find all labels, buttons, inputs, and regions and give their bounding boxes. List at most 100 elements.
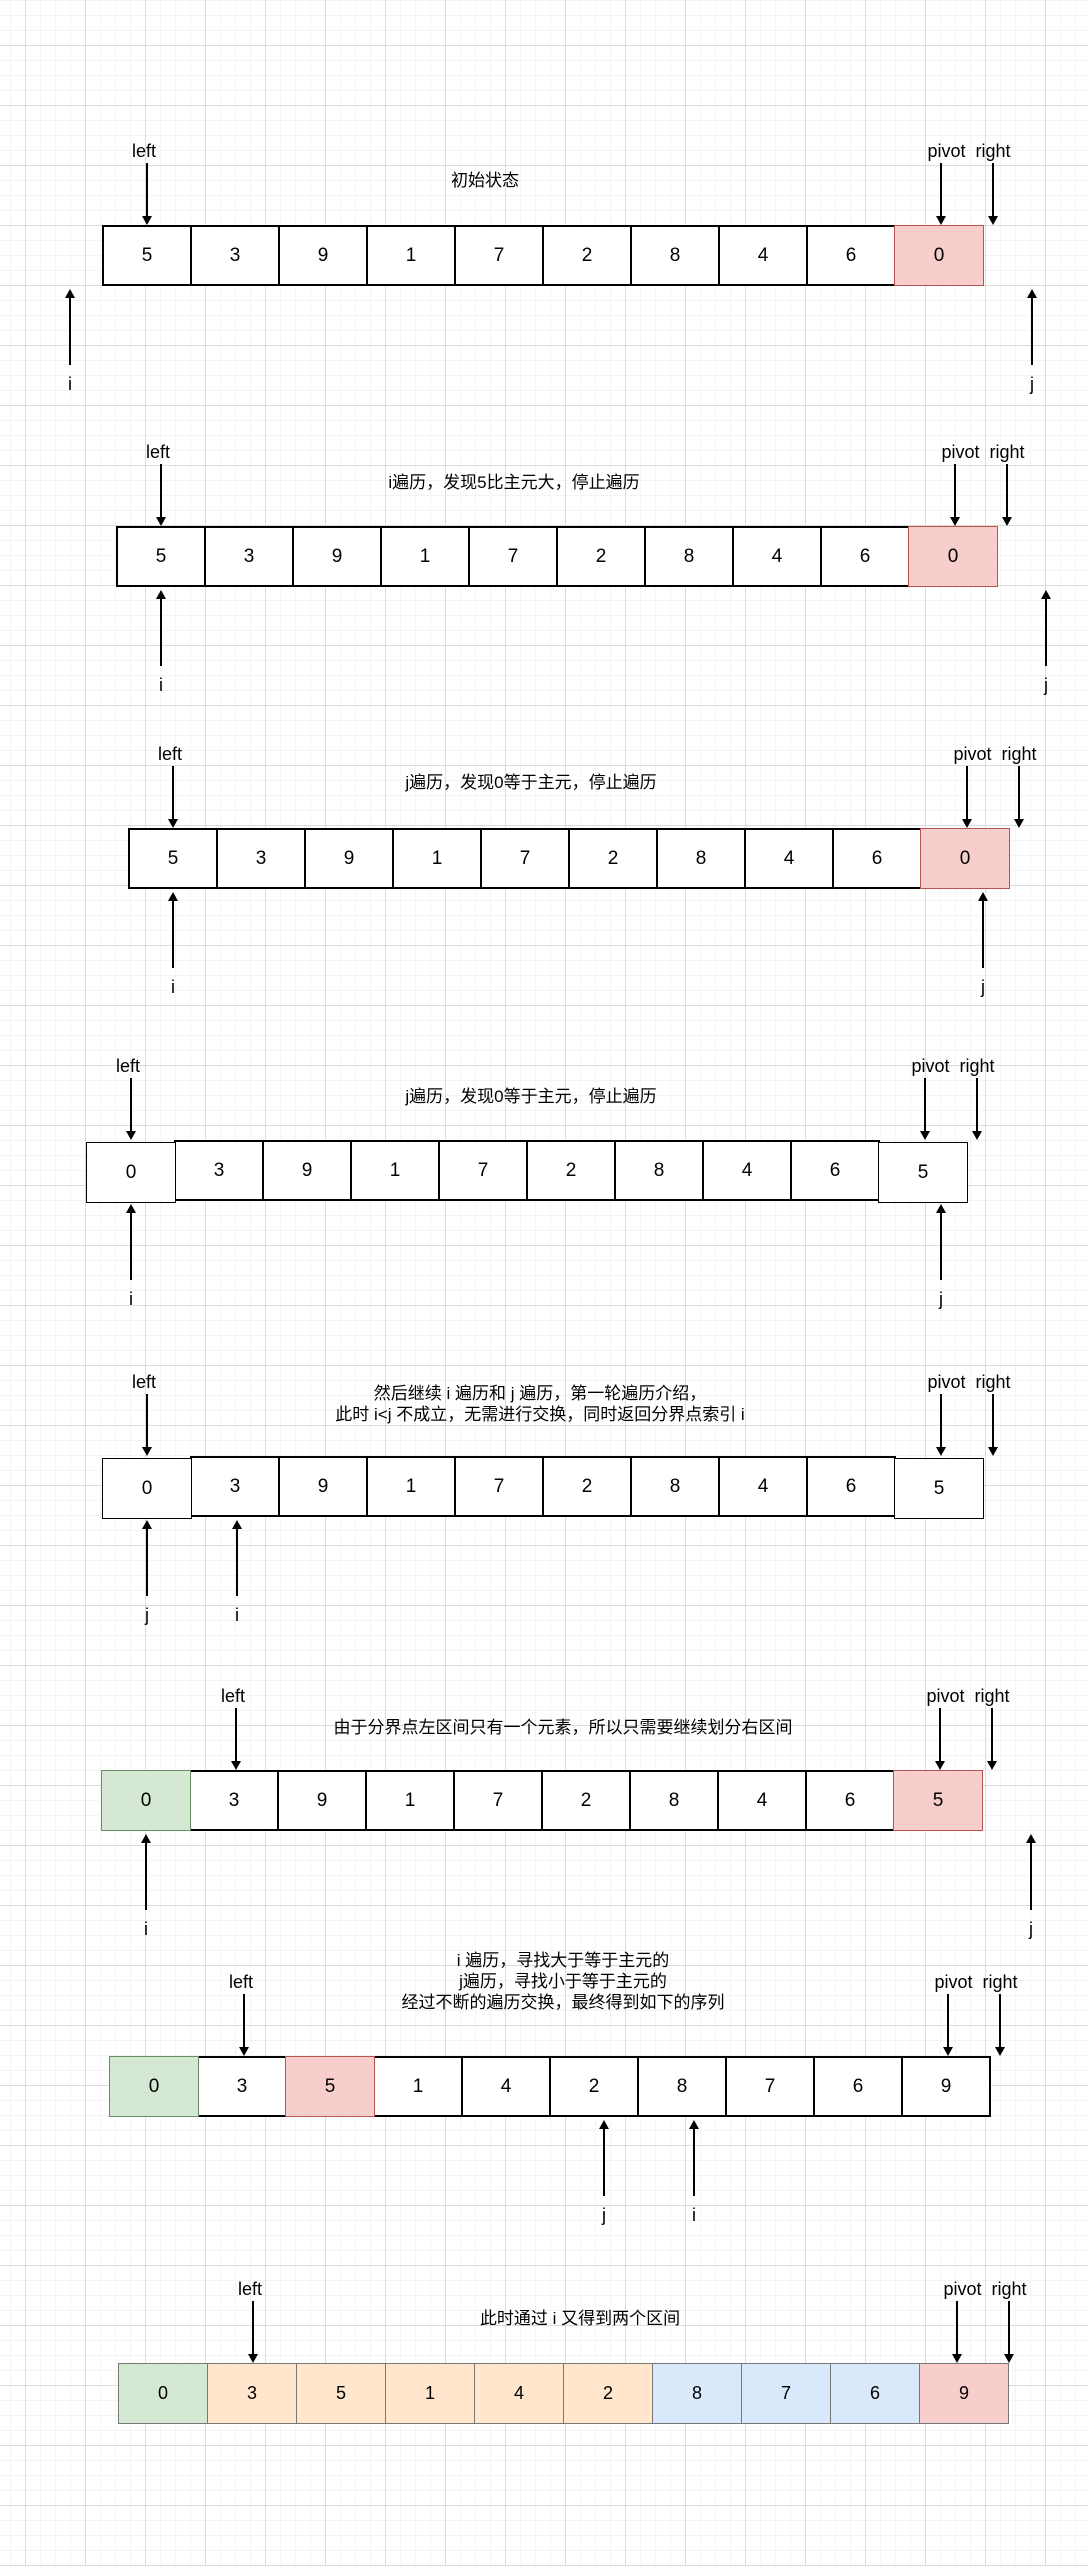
- step-title: i遍历，发现5比主元大，停止遍历: [388, 472, 639, 493]
- down-arrow-icon: [936, 1394, 946, 1456]
- up-arrow-icon: [978, 892, 988, 968]
- array-cell: 9: [278, 1456, 368, 1517]
- array-cell: 4: [474, 2363, 564, 2424]
- left-pointer-label: left: [157, 744, 183, 764]
- array-cell: 1: [366, 1456, 456, 1517]
- down-arrow-icon: [988, 163, 998, 225]
- array-cell: 2: [541, 1770, 631, 1831]
- pivot-right-label: pivot right: [927, 141, 1011, 161]
- step-title-line: 然后继续 i 遍历和 j 遍历，第一轮遍历介绍，: [373, 1384, 707, 1403]
- index-pointer-label: i: [129, 1289, 133, 1309]
- array-cell: 5: [128, 828, 218, 889]
- array-cell: 5: [285, 2056, 375, 2117]
- index-pointer-label: j: [602, 2205, 606, 2225]
- array-cell: 0: [920, 828, 1010, 889]
- step-title: j遍历，发现0等于主元，停止遍历: [405, 1086, 656, 1107]
- array-cell: 1: [365, 1770, 455, 1831]
- array-cell: 2: [556, 526, 646, 587]
- array-cell: 1: [392, 828, 482, 889]
- down-arrow-icon: [126, 1078, 136, 1140]
- array-cell: 0: [101, 1770, 191, 1831]
- array-cell: 3: [190, 225, 280, 286]
- array-cell: 7: [454, 225, 544, 286]
- array-cell: 3: [189, 1770, 279, 1831]
- array-cell: 5: [893, 1770, 983, 1831]
- left-pointer-label: left: [145, 442, 171, 462]
- down-arrow-icon: [950, 464, 960, 526]
- step-title-line: 经过不断的遍历交换，最终得到如下的序列: [401, 1993, 725, 2012]
- up-arrow-icon: [232, 1520, 242, 1596]
- array-cell: 7: [741, 2363, 831, 2424]
- array-cell: 1: [380, 526, 470, 587]
- index-pointer-label: i: [144, 1919, 148, 1939]
- array-cell: 4: [744, 828, 834, 889]
- down-arrow-icon: [231, 1708, 241, 1770]
- index-pointer-label: j: [1030, 374, 1034, 394]
- down-arrow-icon: [239, 1994, 249, 2056]
- array-cell: 9: [278, 225, 368, 286]
- array-cell: 2: [568, 828, 658, 889]
- step-title-line: 此时通过 i 又得到两个区间: [479, 2309, 681, 2328]
- down-arrow-icon: [972, 1078, 982, 1140]
- array-cell: 2: [563, 2363, 653, 2424]
- pivot-right-label: pivot right: [934, 1972, 1018, 1992]
- left-pointer-label: left: [131, 1372, 157, 1392]
- up-arrow-icon: [142, 1520, 152, 1596]
- array-cell: 8: [656, 828, 746, 889]
- down-arrow-icon: [987, 1708, 997, 1770]
- down-arrow-icon: [156, 464, 166, 526]
- array-cell: 4: [732, 526, 822, 587]
- index-pointer-label: j: [1029, 1919, 1033, 1939]
- array-cell: 9: [304, 828, 394, 889]
- array-cell: 8: [630, 225, 720, 286]
- array-cell: 6: [806, 225, 896, 286]
- index-pointer-label: i: [692, 2205, 696, 2225]
- array-cell: 6: [820, 526, 910, 587]
- down-arrow-icon: [1002, 464, 1012, 526]
- pivot-right-label: pivot right: [943, 2279, 1027, 2299]
- array-cell: 2: [542, 1456, 632, 1517]
- left-pointer-label: left: [131, 141, 157, 161]
- index-pointer-label: j: [1044, 675, 1048, 695]
- step-title: 由于分界点左区间只有一个元素，所以只需要继续划分右区间: [334, 1717, 793, 1738]
- array-cell: 4: [461, 2056, 551, 2117]
- up-arrow-icon: [599, 2120, 609, 2196]
- step-title-line: i 遍历，寻找大于等于主元的: [456, 1951, 670, 1970]
- array-cell: 0: [109, 2056, 199, 2117]
- step-title: 然后继续 i 遍历和 j 遍历，第一轮遍历介绍，此时 i<j 不成立，无需进行交…: [335, 1383, 744, 1425]
- index-pointer-label: j: [145, 1605, 149, 1625]
- array-cell: 3: [216, 828, 306, 889]
- up-arrow-icon: [65, 289, 75, 365]
- down-arrow-icon: [142, 1394, 152, 1456]
- array-cell: 2: [526, 1140, 616, 1201]
- array-cell: 5: [116, 526, 206, 587]
- array-cell: 0: [894, 225, 984, 286]
- array-cell: 5: [894, 1458, 984, 1519]
- step-title: 初始状态: [451, 170, 519, 191]
- array-cell: 9: [919, 2363, 1009, 2424]
- left-pointer-label: left: [115, 1056, 141, 1076]
- pivot-right-label: pivot right: [926, 1686, 1010, 1706]
- down-arrow-icon: [168, 766, 178, 828]
- step-title: j遍历，发现0等于主元，停止遍历: [405, 772, 656, 793]
- index-pointer-label: j: [939, 1289, 943, 1309]
- up-arrow-icon: [936, 1204, 946, 1280]
- array-cell: 8: [614, 1140, 704, 1201]
- array-cell: 4: [718, 1456, 808, 1517]
- array-cell: 1: [350, 1140, 440, 1201]
- array-cell: 6: [830, 2363, 920, 2424]
- up-arrow-icon: [1041, 590, 1051, 666]
- array-cell: 6: [813, 2056, 903, 2117]
- up-arrow-icon: [1027, 289, 1037, 365]
